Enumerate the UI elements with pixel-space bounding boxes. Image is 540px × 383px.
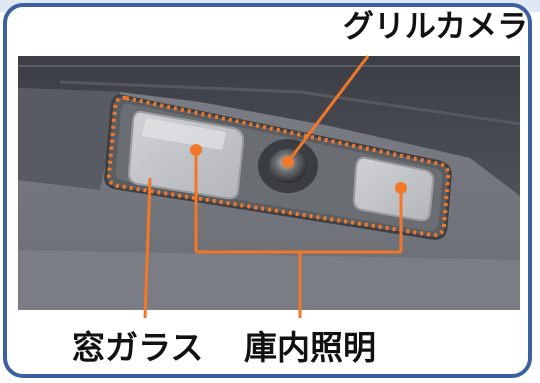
callout-dot-camera [282,156,294,168]
callout-dot-light-right [395,182,407,194]
callout-line-window-glass [143,177,152,319]
glass-highlight [142,118,226,150]
window-glass-right [352,156,435,222]
lower-panel [18,250,520,310]
grille-shadow [18,56,520,196]
label-interior-light: 庫内照明 [244,328,376,367]
callout-dot-light-left [190,144,202,156]
label-window-glass: 窓ガラス [72,328,204,367]
highlight-line [59,80,521,126]
label-grill-camera: グリルカメラ [342,9,528,45]
left-recess [18,88,120,190]
callout-line-grill-camera [286,55,370,163]
